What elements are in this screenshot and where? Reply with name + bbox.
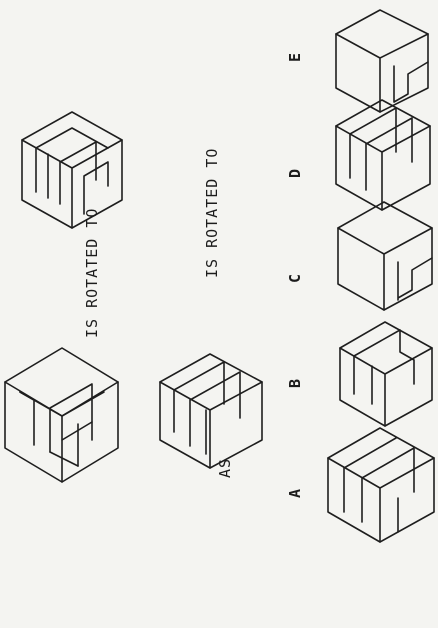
example-relation-label: IS ROTATED TO: [85, 208, 100, 338]
option-c-figure: [338, 202, 432, 310]
option-a-figure: [328, 428, 434, 542]
option-d-figure: [336, 100, 430, 210]
question-source-figure: [160, 354, 262, 468]
question-prefix-label: AS: [218, 458, 233, 478]
option-e-letter[interactable]: E: [288, 53, 303, 62]
option-e-figure: [336, 10, 428, 112]
option-c-letter[interactable]: C: [288, 274, 303, 283]
example-rotated-figure: [22, 112, 122, 228]
question-relation-label: IS ROTATED TO: [205, 148, 220, 278]
option-b-figure: [340, 322, 432, 426]
option-d-letter[interactable]: D: [288, 169, 303, 178]
option-b-letter[interactable]: B: [288, 379, 303, 388]
example-source-figure: [5, 348, 118, 482]
option-a-letter[interactable]: A: [288, 489, 303, 498]
